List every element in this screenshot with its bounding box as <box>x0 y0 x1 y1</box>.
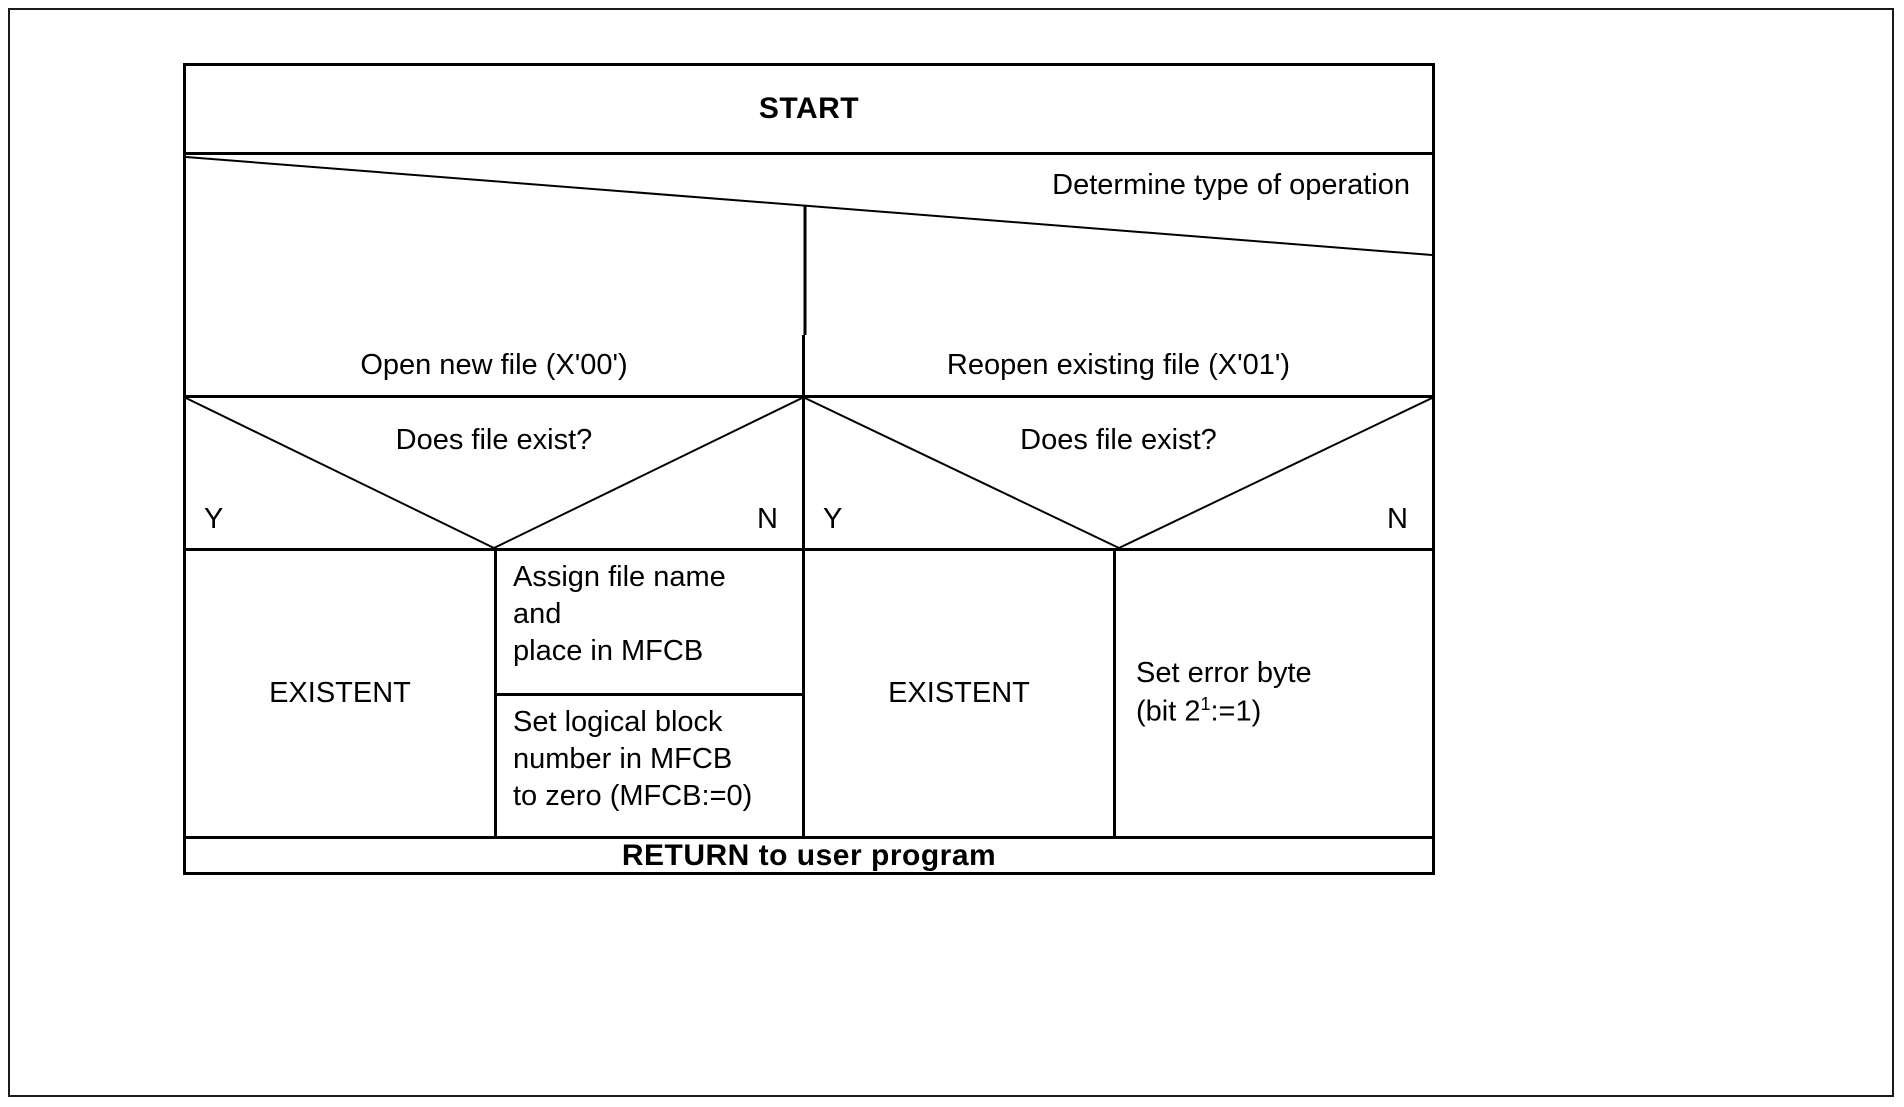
decision-no-label-right: N <box>1387 503 1408 535</box>
branch-open-no-actions: Assign file name and place in MFCB Set l… <box>497 551 805 836</box>
return-label: RETURN to user program <box>621 838 997 872</box>
branch-reopen-no-set-error-byte: Set error byte (bit 21:=1) <box>1116 551 1432 836</box>
branch-reopen-yes-label: EXISTENT <box>888 677 1030 709</box>
determine-diagonal-lines <box>185 156 1433 335</box>
operation-reopen-existing-file: Reopen existing file (X'01') <box>805 335 1432 395</box>
branch-reopen-yes-existent: EXISTENT <box>805 551 1116 836</box>
operation-reopen-existing-file-label: Reopen existing file (X'01') <box>946 348 1291 381</box>
operation-row: Open new file (X'00') Reopen existing fi… <box>186 335 1432 395</box>
branch-open-yes-label: EXISTENT <box>269 677 411 709</box>
action-assign-line3: place in MFCB <box>513 635 704 668</box>
action-assign-line2: and <box>513 598 562 631</box>
action-error-line1: Set error byte <box>1136 657 1312 690</box>
operation-open-new-file: Open new file (X'00') <box>186 335 805 395</box>
start-block: START <box>186 66 1432 155</box>
action-set-logical-block-number: Set logical block number in MFCB to zero… <box>497 696 802 837</box>
decision-v-lines-left <box>186 398 802 548</box>
action-error-bit-suffix: :=1) <box>1210 695 1262 728</box>
decision-no-label-left: N <box>757 503 778 535</box>
operation-open-new-file-label: Open new file (X'00') <box>360 348 628 381</box>
action-error-bit-prefix: (bit 2 <box>1136 695 1201 728</box>
action-setblock-line3: to zero (MFCB:=0) <box>513 779 753 812</box>
decision-question-right: Does file exist? <box>1020 424 1217 456</box>
decision-yes-label-left: Y <box>204 503 224 535</box>
decision-v-lines-right <box>805 398 1432 548</box>
start-label: START <box>758 92 860 125</box>
determine-operation-label: Determine type of operation <box>1052 169 1410 201</box>
action-setblock-line2: number in MFCB <box>513 742 733 775</box>
action-setblock-line1: Set logical block <box>513 705 723 738</box>
determine-operation-block: Determine type of operation <box>185 155 1433 335</box>
branch-content-row: EXISTENT Assign file name and place in M… <box>186 548 1432 836</box>
action-error-bit-exponent: 1 <box>1200 694 1211 715</box>
decision-open-does-file-exist: Does file exist? Y N <box>186 398 805 548</box>
action-error-line2: (bit 21:=1) <box>1136 693 1312 731</box>
page-frame: START Determine type of operation Open n… <box>8 8 1894 1097</box>
decision-yes-label-right: Y <box>823 503 843 535</box>
branch-open-yes-existent: EXISTENT <box>186 551 497 836</box>
return-block: RETURN to user program <box>186 836 1432 872</box>
structogram-diagram: START Determine type of operation Open n… <box>183 63 1435 875</box>
action-set-error-byte: Set error byte (bit 21:=1) <box>1116 655 1312 731</box>
action-assign-line1: Assign file name <box>513 561 726 593</box>
decision-reopen-does-file-exist: Does file exist? Y N <box>805 398 1432 548</box>
action-assign-file-name: Assign file name and place in MFCB <box>497 551 802 696</box>
decision-question-left: Does file exist? <box>395 424 593 456</box>
decision-row: Does file exist? Y N Does file exist? Y … <box>186 395 1432 548</box>
